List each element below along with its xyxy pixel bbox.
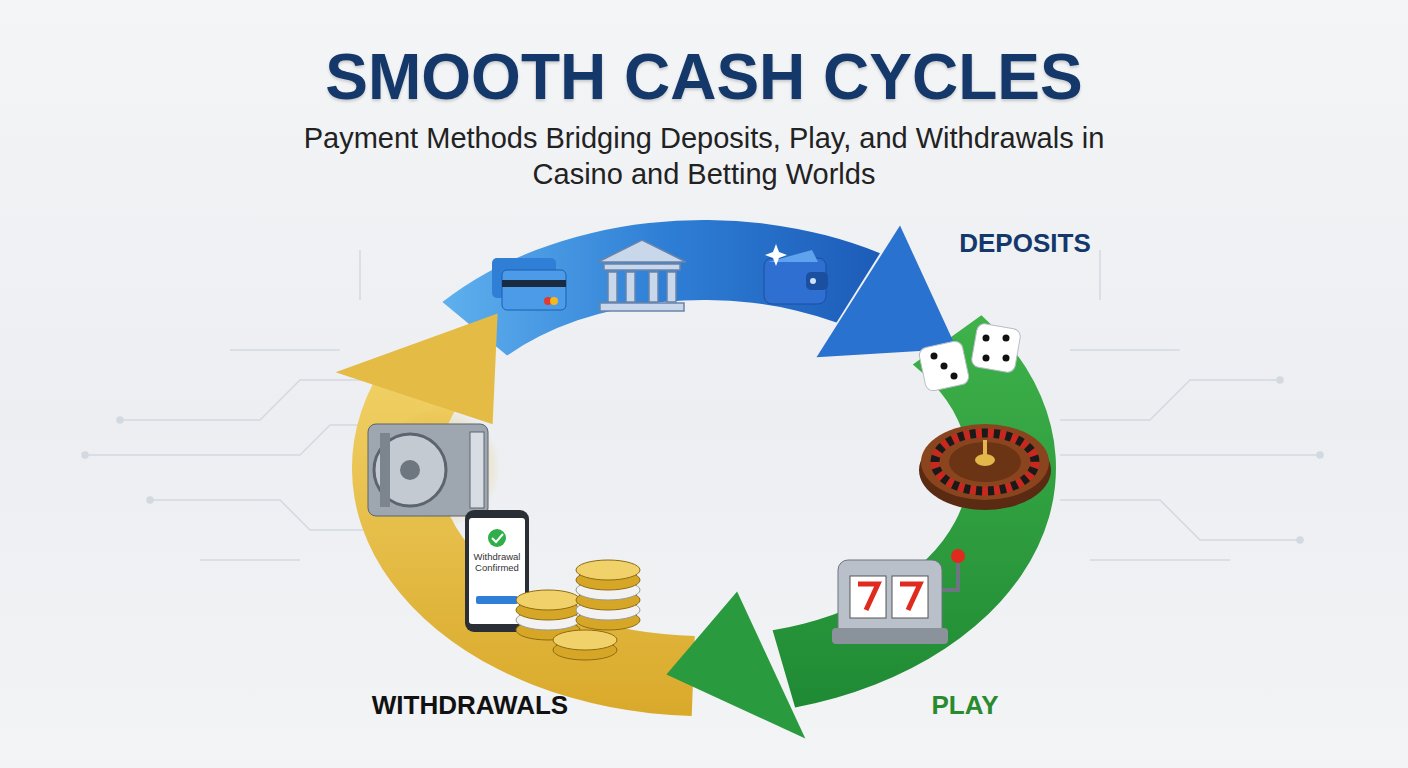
subtitle-text: Payment Methods Bridging Deposits, Play,… <box>269 120 1139 193</box>
slot-machine-icon <box>832 549 965 644</box>
wallet-icon <box>764 244 828 304</box>
deposit-arrowhead <box>817 226 957 358</box>
dice-icon <box>918 323 1022 393</box>
play-band <box>773 315 1056 707</box>
card-icon <box>492 258 566 310</box>
withdrawal-arrowhead <box>336 313 498 424</box>
stage-label: DEPOSITS <box>940 228 1110 259</box>
roulette-icon <box>919 424 1051 510</box>
play-arrowhead <box>666 592 805 739</box>
deposit-band <box>442 220 880 356</box>
stage-label: PLAY <box>900 690 1030 721</box>
withdrawal-band <box>352 383 695 716</box>
cycle-ring <box>336 220 1056 739</box>
diagram-title: SMOOTH CASH CYCLES <box>0 40 1408 114</box>
bank-icon <box>598 240 686 311</box>
chip-stacks <box>516 560 640 660</box>
stage-label: WITHDRAWALS <box>340 690 600 721</box>
phone-screen-text: Withdrawal Confirmed <box>469 552 525 574</box>
